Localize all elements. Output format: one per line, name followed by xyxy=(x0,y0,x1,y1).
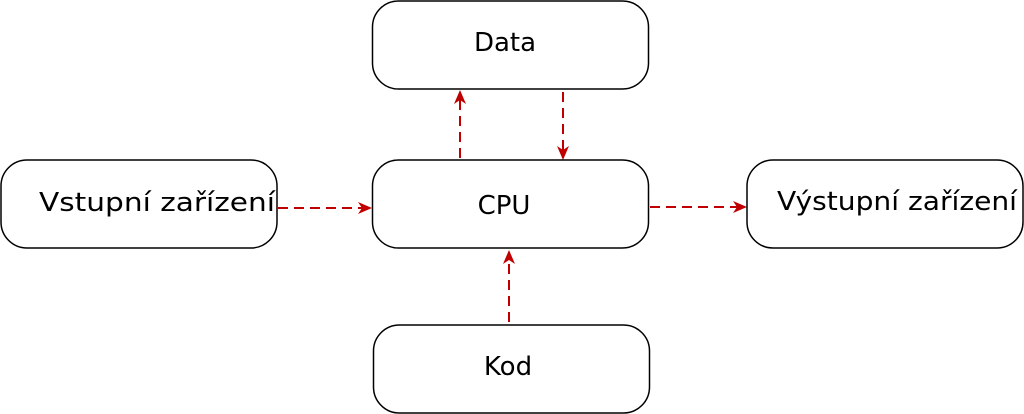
node-data: Data xyxy=(371,0,650,90)
node-output: Výstupní zařízení xyxy=(746,159,1024,249)
node-cpu-box xyxy=(371,159,650,249)
node-cpu-label: CPU xyxy=(478,191,531,221)
node-data-box xyxy=(371,0,650,90)
node-code-label: Kod xyxy=(484,352,532,382)
node-output-box xyxy=(746,159,1024,249)
node-data-label: Data xyxy=(474,28,536,58)
node-code: Kod xyxy=(372,324,651,414)
node-input-box xyxy=(0,159,278,249)
node-input: Vstupní zařízení xyxy=(0,159,278,249)
edges xyxy=(278,90,747,322)
node-output-label: Výstupní zařízení xyxy=(777,187,1018,217)
node-code-box xyxy=(372,324,651,414)
node-cpu: CPU xyxy=(371,159,650,249)
node-input-label: Vstupní zařízení xyxy=(39,188,276,218)
